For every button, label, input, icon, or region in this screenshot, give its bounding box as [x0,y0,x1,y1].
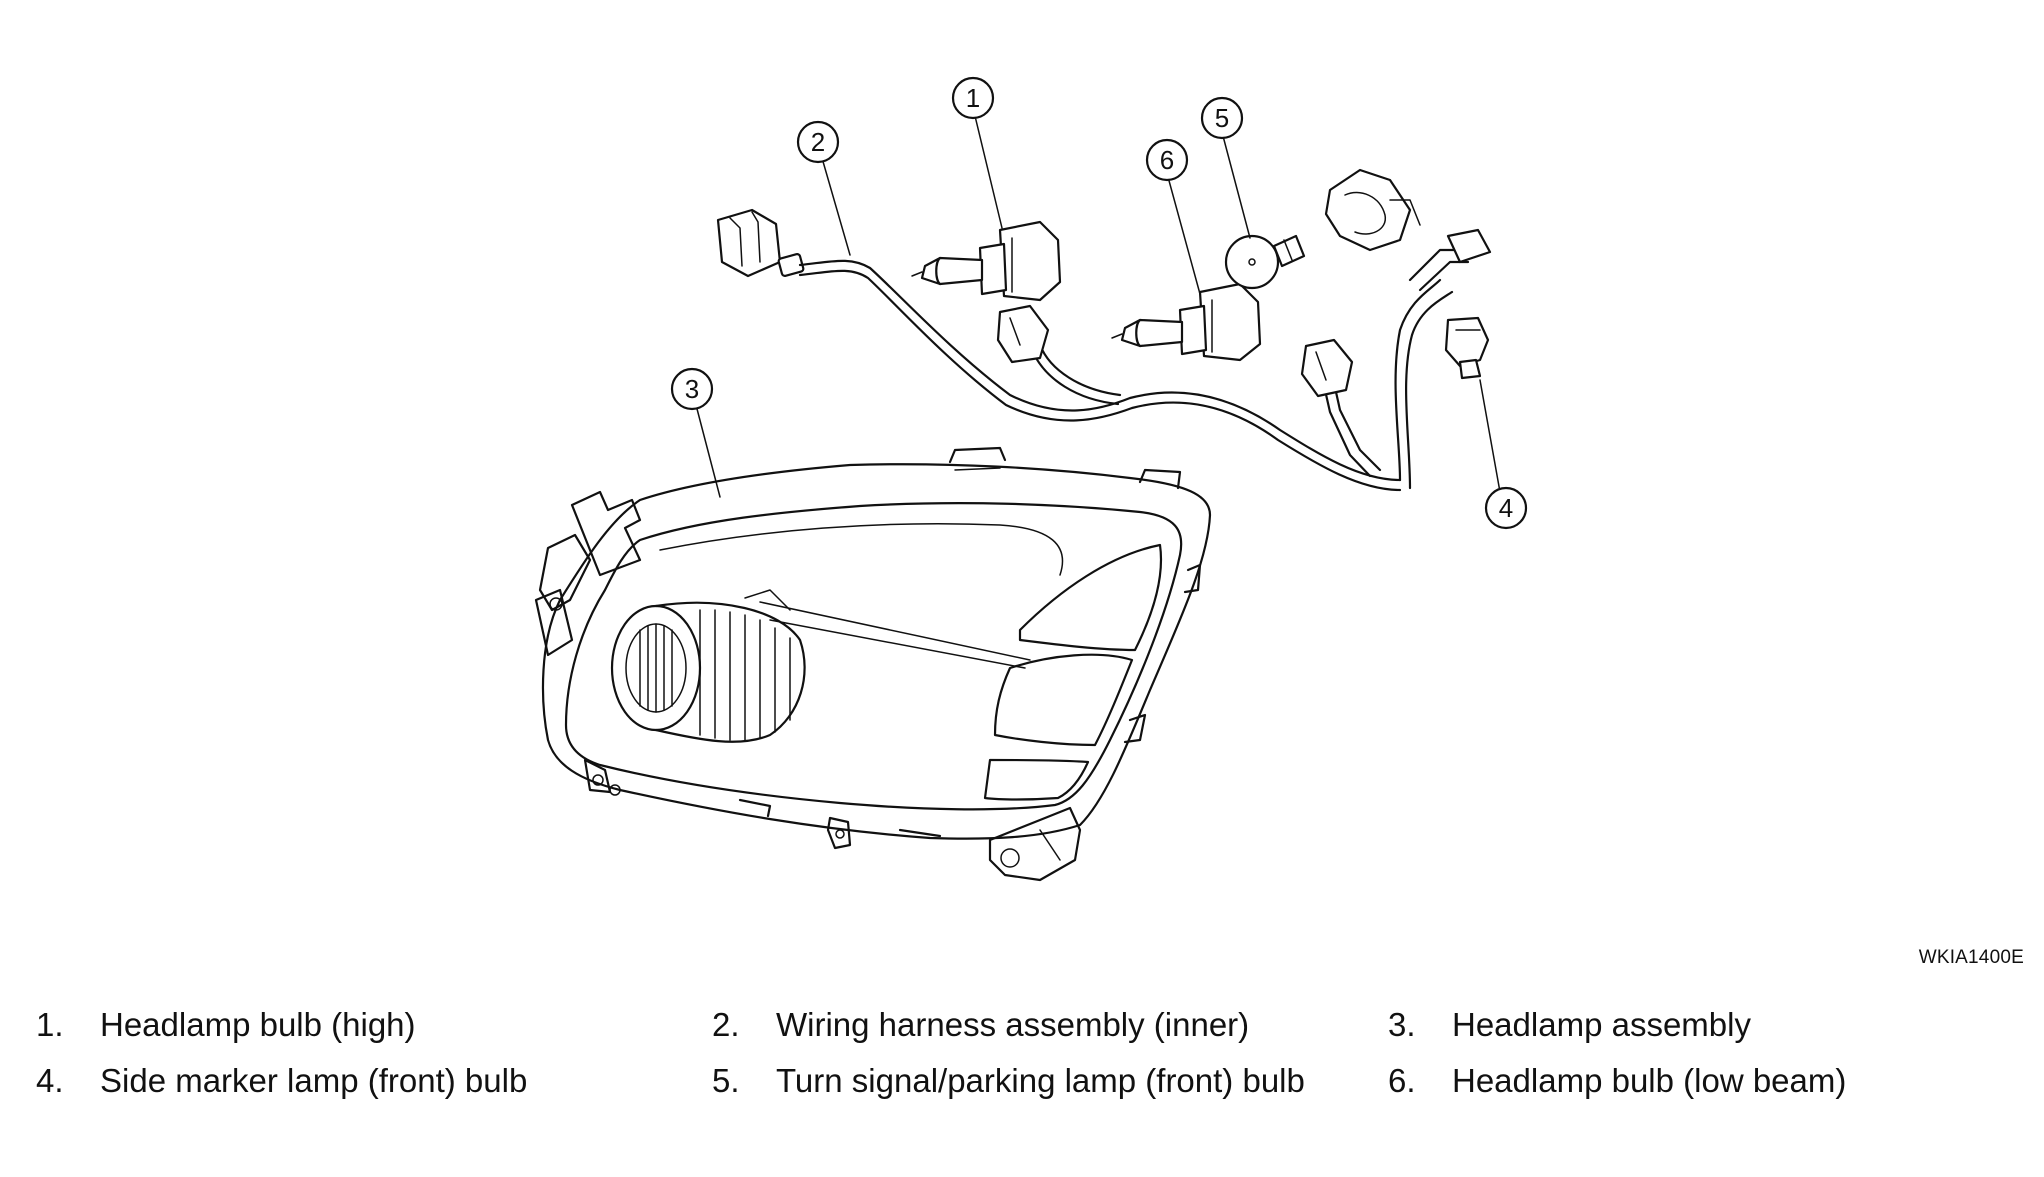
legend-number: 1. [36,1006,64,1043]
svg-text:4: 4 [1499,493,1513,523]
side-marker-bulb-drawing [1444,316,1490,380]
svg-text:6: 6 [1160,145,1174,175]
callout-1: 1 [951,76,995,120]
legend-label: Wiring harness assembly (inner) [776,1006,1250,1043]
legend-label: Side marker lamp (front) bulb [100,1062,528,1099]
legend-label: Headlamp bulb (low beam) [1452,1062,1847,1099]
legend-label: Headlamp assembly [1452,1006,1751,1043]
legend-number: 2. [712,1006,740,1043]
legend: 1. Headlamp bulb (high) 2. Wiring harnes… [0,1005,2044,1135]
legend-number: 4. [36,1062,64,1099]
svg-text:1: 1 [966,83,980,113]
callout-leaders [695,115,1501,498]
callout-5: 5 [1200,96,1244,140]
callout-2: 2 [796,120,840,164]
legend-label: Turn signal/parking lamp (front) bulb [776,1062,1305,1099]
legend-number: 3. [1388,1006,1416,1043]
legend-number: 5. [712,1062,740,1099]
callout-6: 6 [1145,138,1189,182]
headlamp-assembly-drawing [534,446,1212,882]
svg-text:3: 3 [685,374,699,404]
callout-4: 4 [1484,486,1528,530]
callout-3: 3 [670,367,714,411]
wiring-harness-drawing [716,168,1492,492]
headlamp-exploded-diagram: 1 2 3 4 5 6 [534,76,1528,882]
legend-number: 6. [1388,1062,1416,1099]
svg-text:5: 5 [1215,103,1229,133]
headlamp-bulb-low-drawing [1111,282,1262,362]
reference-code: WKIA1400E [1918,947,2024,968]
svg-text:2: 2 [811,127,825,157]
turn-signal-bulb-drawing [1224,234,1306,290]
legend-label: Headlamp bulb (high) [100,1006,416,1043]
headlamp-bulb-high-drawing [911,220,1062,302]
